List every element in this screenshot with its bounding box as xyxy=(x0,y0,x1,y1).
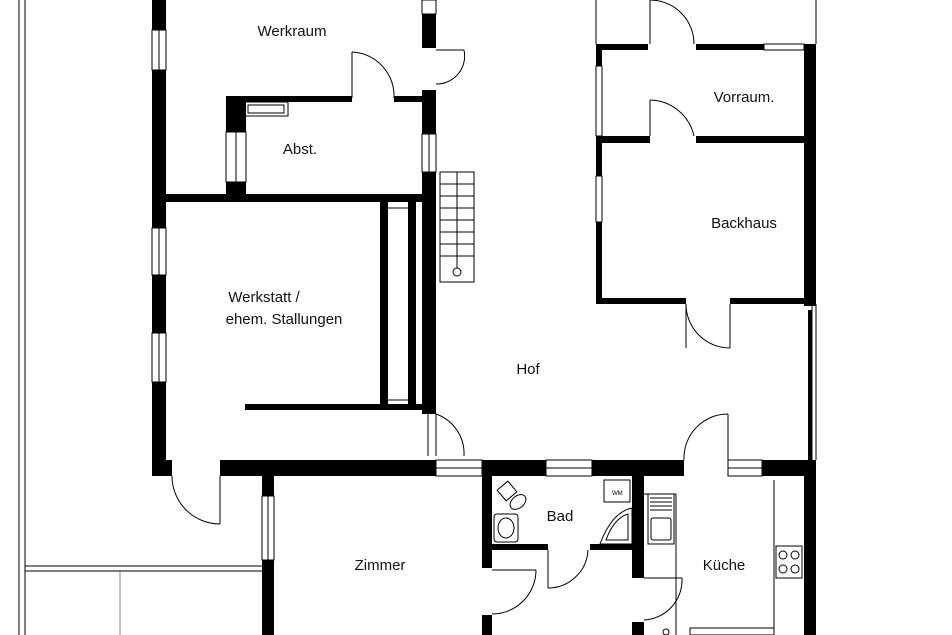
room-label-bad: Bad xyxy=(547,508,574,525)
sink-icon xyxy=(647,493,675,545)
washbasin-icon xyxy=(493,513,519,543)
thin-lines xyxy=(243,0,817,460)
bathtub-icon xyxy=(599,507,633,545)
toilet-icon xyxy=(496,480,527,510)
walls xyxy=(152,0,816,635)
svg-text:WM: WM xyxy=(612,491,623,497)
washing-machine-icon: WM xyxy=(603,479,631,503)
room-labels: Werkraum Abst. Vorraum. Backhaus Werksta… xyxy=(226,23,777,574)
room-label-werkstatt: Werkstatt / xyxy=(228,289,300,306)
room-label-werkstatt-sub: ehem. Stallungen xyxy=(226,311,343,328)
room-label-werkraum: Werkraum xyxy=(258,23,327,40)
staircase xyxy=(439,171,475,283)
room-label-vorraum: Vorraum. xyxy=(714,89,775,106)
room-label-zimmer: Zimmer xyxy=(355,557,406,574)
stove-icon xyxy=(775,545,803,579)
fixtures: WM xyxy=(493,479,803,635)
room-label-hof: Hof xyxy=(516,361,540,378)
room-label-abst: Abst. xyxy=(283,141,317,158)
windows xyxy=(151,0,805,561)
site-boundary xyxy=(18,0,262,635)
doors xyxy=(171,0,731,621)
room-label-kueche: Küche xyxy=(703,557,746,574)
room-label-backhaus: Backhaus xyxy=(711,215,777,232)
